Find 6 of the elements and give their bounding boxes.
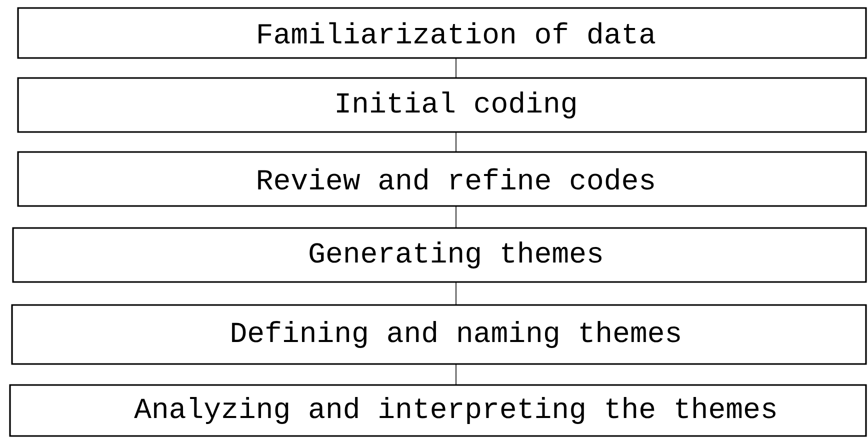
process-box: Defining and naming themes [11,304,867,365]
process-box: Review and refine codes [17,151,867,207]
process-box: Initial coding [17,77,867,133]
process-box: Familiarization of data [17,7,867,59]
process-box: Analyzing and interpreting the themes [9,384,867,437]
process-box: Generating themes [12,227,867,283]
